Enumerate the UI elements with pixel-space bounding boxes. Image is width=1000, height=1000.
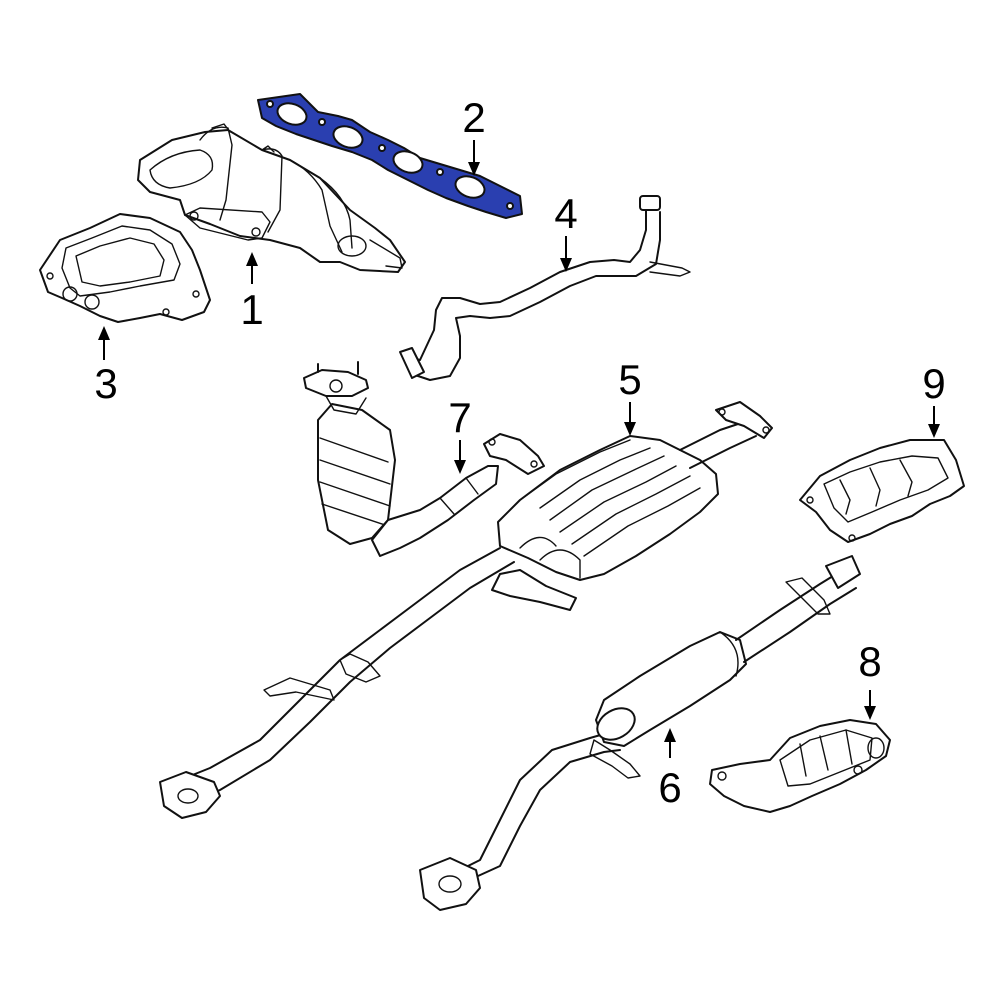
manifold-gasket-part[interactable] — [257, 93, 523, 219]
resonator-pipe-part[interactable] — [419, 555, 861, 911]
catalytic-converter-part[interactable] — [303, 361, 545, 557]
callout-9[interactable]: 9 — [922, 360, 945, 407]
callout-3[interactable]: 3 — [94, 360, 117, 407]
callout-4[interactable]: 4 — [554, 190, 577, 237]
callout-6[interactable]: 6 — [658, 764, 681, 811]
exhaust-manifold-part[interactable] — [137, 123, 406, 273]
converter-heat-shield-part[interactable] — [709, 719, 891, 813]
callout-5[interactable]: 5 — [618, 356, 641, 403]
muffler-part[interactable] — [159, 401, 773, 819]
callout-7[interactable]: 7 — [448, 394, 471, 441]
callout-8[interactable]: 8 — [858, 638, 881, 685]
egr-tube-part[interactable] — [399, 195, 691, 381]
callout-1[interactable]: 1 — [240, 286, 263, 333]
heat-shield-part[interactable] — [799, 439, 965, 543]
callout-2[interactable]: 2 — [462, 94, 485, 141]
manifold-heat-shield-part[interactable] — [39, 213, 211, 323]
callout-labels: 1 2 3 4 5 6 7 8 9 — [94, 94, 945, 811]
callout-arrows — [98, 140, 940, 758]
